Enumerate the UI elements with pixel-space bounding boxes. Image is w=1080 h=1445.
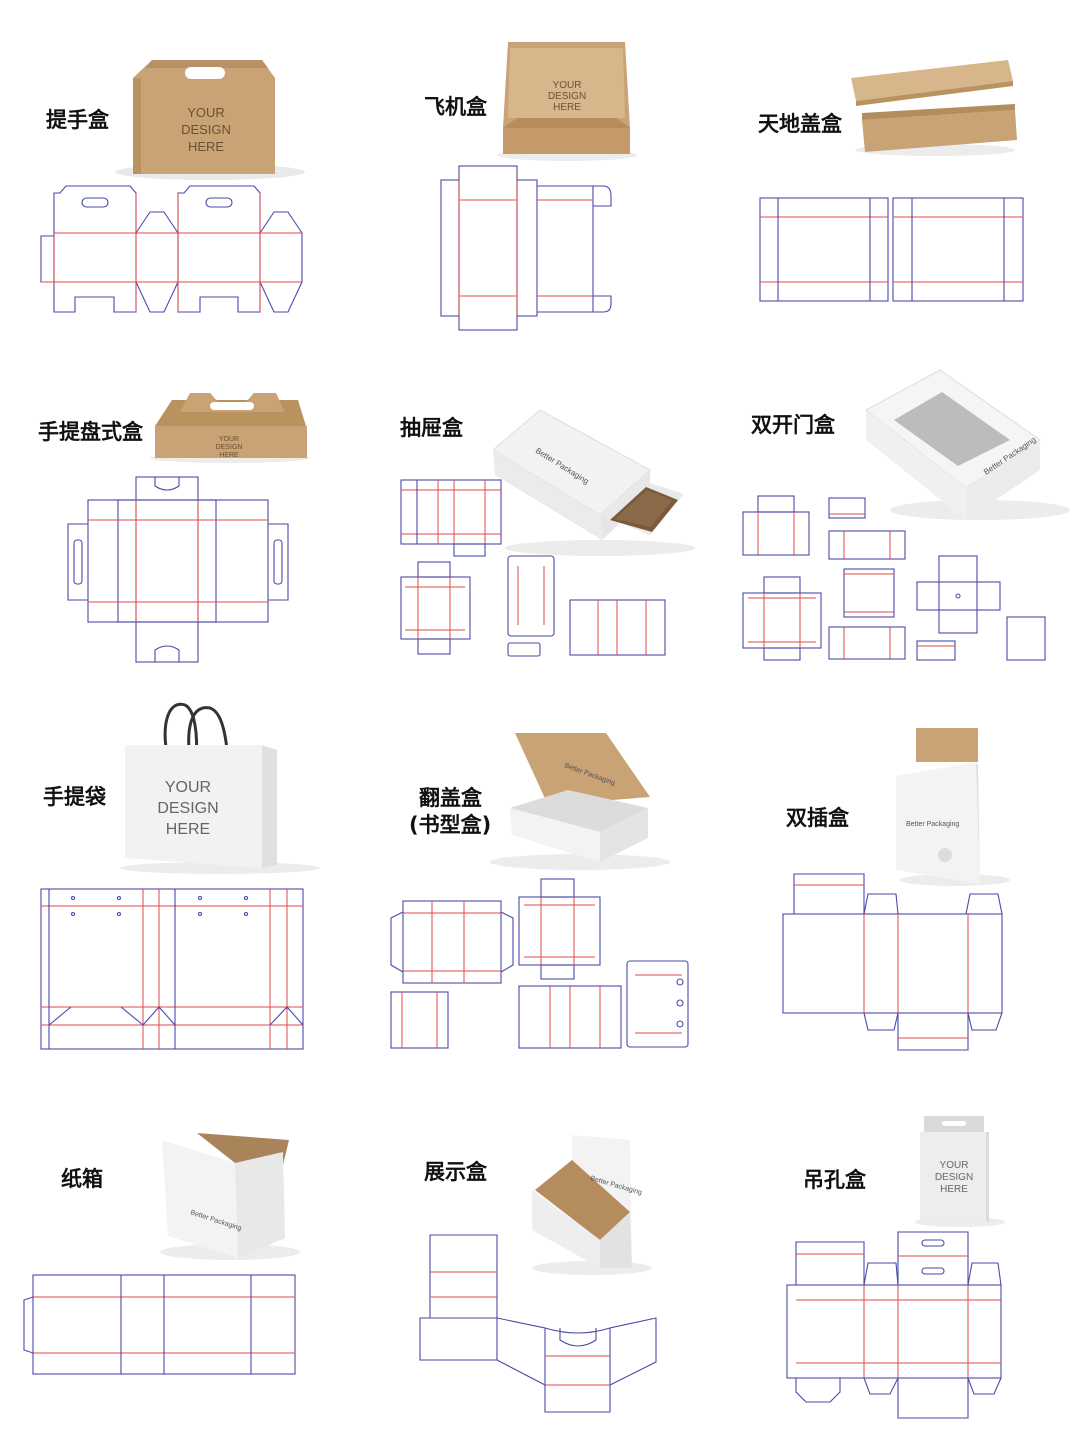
mailer-box-dieline bbox=[440, 165, 612, 331]
box-type-subtitle: (书型盒) bbox=[409, 813, 492, 837]
mockup-here-text: HERE bbox=[940, 1184, 968, 1195]
mockup-design-text: DESIGN bbox=[181, 122, 231, 137]
hang-tab-box-mockup: YOUR DESIGN HERE bbox=[915, 1116, 1005, 1227]
mockup-your-text: YOUR bbox=[187, 105, 225, 120]
handle-tray-dieline bbox=[67, 476, 289, 663]
book-box-mockup: Better Packaging bbox=[490, 733, 670, 870]
mockup-your-text: YOUR bbox=[165, 779, 211, 796]
mockup-here-text: HERE bbox=[188, 139, 224, 154]
mockup-design-text: DESIGN bbox=[216, 444, 243, 451]
carton-mockup: Better Packaging bbox=[160, 1133, 300, 1260]
mailer-box-mockup: YOUR DESIGN HERE bbox=[497, 42, 637, 161]
double-door-box-dieline bbox=[742, 495, 1046, 661]
carton-dieline bbox=[23, 1274, 296, 1375]
mockup-design-text: DESIGN bbox=[548, 91, 586, 102]
box-type-label: 双插盒 bbox=[786, 806, 849, 830]
hang-tab-box-dieline bbox=[786, 1231, 1002, 1419]
paper-bag-dieline bbox=[40, 888, 304, 1050]
box-type-label: 手提盘式盒 bbox=[38, 420, 143, 444]
display-box-dieline bbox=[419, 1234, 657, 1413]
mockup-your-text: YOUR bbox=[219, 436, 239, 443]
box-type-label: 纸箱 bbox=[61, 1167, 103, 1191]
box-type-label: 展示盒 bbox=[424, 1160, 487, 1184]
mockup-brand-text: Better Packaging bbox=[906, 821, 959, 828]
handle-box-dieline bbox=[40, 185, 303, 313]
mockup-here-text: HERE bbox=[166, 821, 210, 838]
box-type-label: 天地盖盒 bbox=[758, 112, 842, 136]
lid-base-box-mockup bbox=[851, 60, 1017, 156]
handle-box-mockup: YOUR DESIGN HERE bbox=[115, 60, 305, 180]
drawer-box-mockup: Better Packaging bbox=[492, 409, 695, 556]
box-type-label: 手提袋 bbox=[43, 785, 106, 809]
box-type-label: 翻盖盒 bbox=[419, 786, 482, 810]
box-type-label: 飞机盒 bbox=[424, 95, 487, 119]
drawer-box-dieline bbox=[400, 479, 666, 657]
handle-tray-mockup: YOUR DESIGN HERE bbox=[150, 393, 310, 463]
display-box-mockup: Better Packaging bbox=[532, 1135, 652, 1275]
mockup-here-text: HERE bbox=[553, 102, 581, 113]
tuck-end-box-mockup: Better Packaging bbox=[896, 728, 1010, 886]
box-type-label: 提手盒 bbox=[46, 108, 109, 132]
mockup-design-text: DESIGN bbox=[935, 1172, 973, 1183]
double-door-box-mockup: Better Packaging bbox=[865, 369, 1070, 520]
lid-base-box-dieline bbox=[759, 197, 1024, 302]
mockup-your-text: YOUR bbox=[553, 80, 582, 91]
mockup-here-text: HERE bbox=[219, 452, 239, 459]
paper-bag-mockup: YOUR DESIGN HERE bbox=[120, 702, 320, 874]
mockup-your-text: YOUR bbox=[940, 1160, 969, 1171]
mockup-design-text: DESIGN bbox=[157, 800, 218, 817]
box-type-label: 双开门盒 bbox=[751, 413, 835, 437]
tuck-end-box-dieline bbox=[782, 873, 1003, 1051]
box-type-label: 抽屉盒 bbox=[400, 416, 463, 440]
book-box-dieline bbox=[390, 878, 689, 1049]
box-type-label: 吊孔盒 bbox=[803, 1168, 866, 1192]
